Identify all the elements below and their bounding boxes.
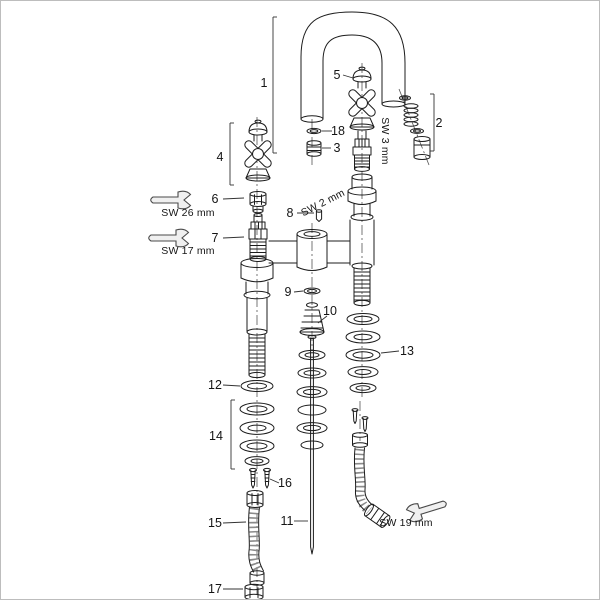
callout-15: 15 — [208, 516, 222, 530]
callout-18: 18 — [331, 124, 345, 138]
wrench-size-label-sw2: SW 2 mm — [299, 186, 347, 220]
spout-seal-parts — [306, 127, 322, 157]
callout-16: 16 — [278, 476, 292, 490]
callout-11: 11 — [280, 514, 294, 528]
aerator-assembly — [399, 95, 431, 160]
callout-10: 10 — [323, 304, 337, 318]
supply-hose-left — [246, 490, 265, 586]
callout-13: 13 — [400, 344, 414, 358]
callout-8: 8 — [286, 206, 294, 220]
callout-4: 4 — [216, 150, 224, 164]
faucet-body — [240, 173, 377, 379]
wrench-size-label-sw17: SW 17 mm — [161, 245, 215, 257]
callout-6: 6 — [211, 192, 219, 206]
union-nut — [244, 583, 264, 599]
left-handle-assembly — [244, 119, 272, 182]
washer-stack-left — [239, 402, 275, 466]
right-handle-assembly — [348, 66, 376, 172]
popup-rod-parts — [296, 287, 328, 555]
cartridge-nut — [249, 191, 267, 214]
callout-3: 3 — [333, 141, 341, 155]
callout-9: 9 — [284, 285, 292, 299]
leader-lines — [222, 16, 435, 590]
washer-12 — [240, 380, 274, 392]
callout-1: 1 — [260, 76, 268, 90]
wrench-size-label-sw26: SW 26 mm — [161, 207, 215, 219]
callout-2: 2 — [435, 116, 443, 130]
callout-7: 7 — [211, 231, 219, 245]
washer-stack-right — [345, 313, 381, 394]
wrench-size-label-sw3: SW 3 mm — [379, 117, 391, 165]
callout-5: 5 — [333, 68, 341, 82]
wrench-size-label-sw19: SW 19 mm — [379, 517, 433, 529]
callout-14: 14 — [209, 429, 223, 443]
callout-17: 17 — [208, 582, 222, 596]
spout — [300, 11, 406, 123]
supply-hose-right — [351, 408, 391, 528]
callout-12: 12 — [208, 378, 222, 392]
fixing-screws — [249, 467, 271, 489]
